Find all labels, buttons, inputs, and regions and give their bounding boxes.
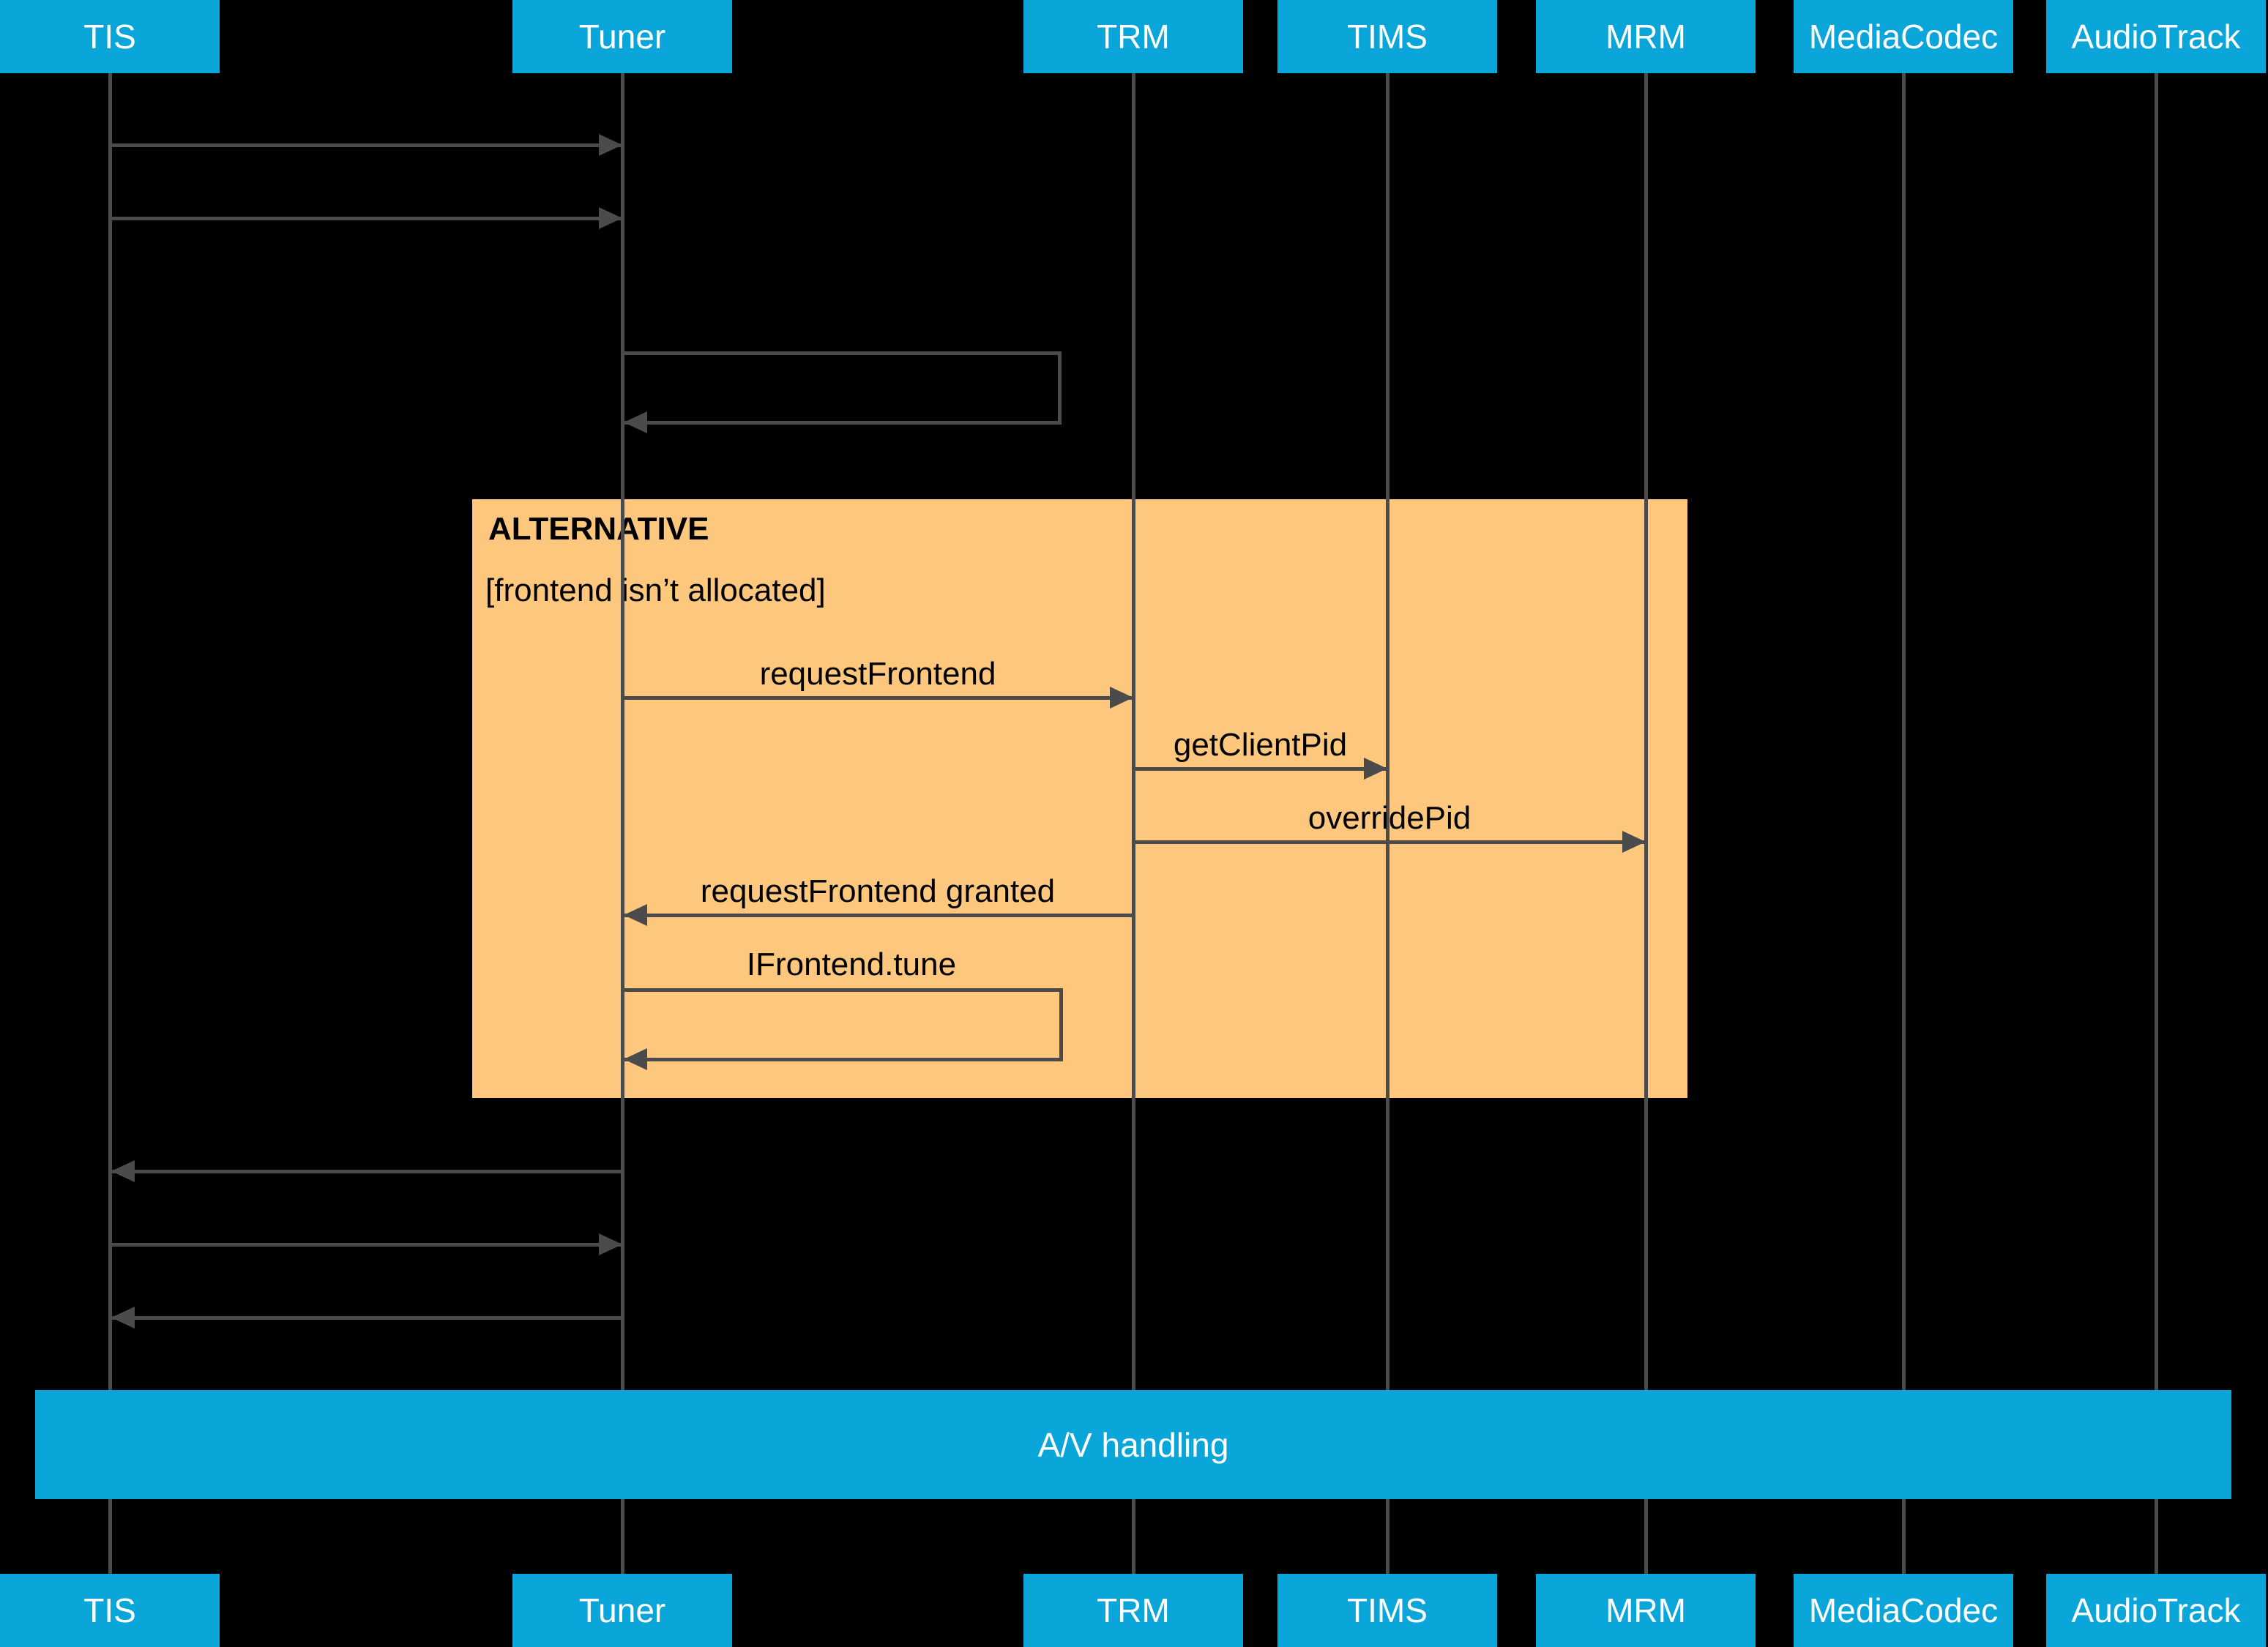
participant-bottom-tuner: Tuner: [512, 1574, 732, 1647]
message-arrowhead: [599, 134, 622, 156]
lifeline-tis: [108, 73, 112, 1574]
participant-label-audiotrack: AudioTrack: [2071, 1591, 2241, 1629]
participant-top-mrm: MRM: [1536, 0, 1756, 73]
message-arrowhead: [111, 1307, 135, 1329]
participant-top-tis: TIS: [0, 0, 220, 73]
participant-label-mediacodec: MediaCodec: [1808, 1591, 1999, 1629]
participant-top-mediacodec: MediaCodec: [1794, 0, 2013, 73]
message-arrowhead: [1364, 758, 1387, 780]
participant-label-mediacodec: MediaCodec: [1808, 18, 1999, 56]
message-label: getClientPid: [1173, 727, 1348, 763]
participant-label-mrm: MRM: [1605, 1591, 1686, 1629]
message-arrow-line: [110, 1170, 622, 1173]
participant-top-tuner: Tuner: [512, 0, 732, 73]
message-arrow-line: [110, 1243, 622, 1247]
message-arrowhead: [599, 1233, 622, 1255]
self-call-box: [622, 351, 1062, 425]
self-call-arrowhead: [624, 1048, 647, 1070]
message-arrow-line: [110, 1316, 622, 1320]
participant-label-tuner: Tuner: [578, 18, 666, 56]
participant-label-tis: TIS: [83, 18, 136, 56]
message-arrowhead: [599, 207, 622, 229]
message-arrowhead: [1110, 687, 1133, 709]
participant-bottom-tims: TIMS: [1277, 1574, 1497, 1647]
message-arrow-line: [622, 696, 1133, 700]
self-call-label: IFrontend.tune: [746, 946, 957, 982]
participant-label-tims: TIMS: [1347, 18, 1428, 56]
alt-block: ALTERNATIVE [frontend isn’t allocated]: [472, 499, 1687, 1098]
participant-label-audiotrack: AudioTrack: [2071, 18, 2241, 56]
participant-bottom-tis: TIS: [0, 1574, 220, 1647]
self-call-box: [622, 988, 1063, 1061]
participant-label-trm: TRM: [1097, 1591, 1170, 1629]
participant-label-tis: TIS: [83, 1591, 136, 1629]
participant-bottom-audiotrack: AudioTrack: [2046, 1574, 2266, 1647]
av-handling-label: A/V handling: [1037, 1425, 1229, 1464]
participant-label-tuner: Tuner: [578, 1591, 666, 1629]
participant-label-tims: TIMS: [1347, 1591, 1428, 1629]
lifeline-mediacodec: [1902, 73, 1906, 1574]
message-arrowhead: [111, 1160, 135, 1182]
participant-label-mrm: MRM: [1605, 18, 1686, 56]
lifeline-tuner: [621, 73, 624, 1574]
av-handling-bar: A/V handling: [35, 1390, 2231, 1499]
alt-condition: [frontend isn’t allocated]: [485, 572, 826, 608]
participant-top-audiotrack: AudioTrack: [2046, 0, 2266, 73]
participant-label-trm: TRM: [1097, 18, 1170, 56]
lifeline-audiotrack: [2155, 73, 2158, 1574]
message-arrow-line: [110, 143, 622, 147]
participant-bottom-mediacodec: MediaCodec: [1794, 1574, 2013, 1647]
alt-title: ALTERNATIVE: [488, 511, 709, 547]
self-call-arrowhead: [624, 411, 647, 433]
message-arrowhead: [624, 904, 647, 926]
message-arrow-line: [110, 217, 622, 220]
lifeline-mrm: [1644, 73, 1648, 1574]
participant-top-trm: TRM: [1023, 0, 1243, 73]
participant-bottom-trm: TRM: [1023, 1574, 1243, 1647]
participant-top-tims: TIMS: [1277, 0, 1497, 73]
message-label: requestFrontend: [759, 656, 996, 692]
message-arrowhead: [1622, 831, 1646, 853]
participant-bottom-mrm: MRM: [1536, 1574, 1756, 1647]
message-arrow-line: [1133, 840, 1646, 844]
lifeline-trm: [1132, 73, 1135, 1574]
lifeline-tims: [1386, 73, 1389, 1574]
message-label: requestFrontend granted: [700, 873, 1056, 909]
message-arrow-line: [1133, 767, 1387, 771]
message-arrow-line: [622, 914, 1133, 917]
message-label: overridePid: [1308, 800, 1471, 836]
